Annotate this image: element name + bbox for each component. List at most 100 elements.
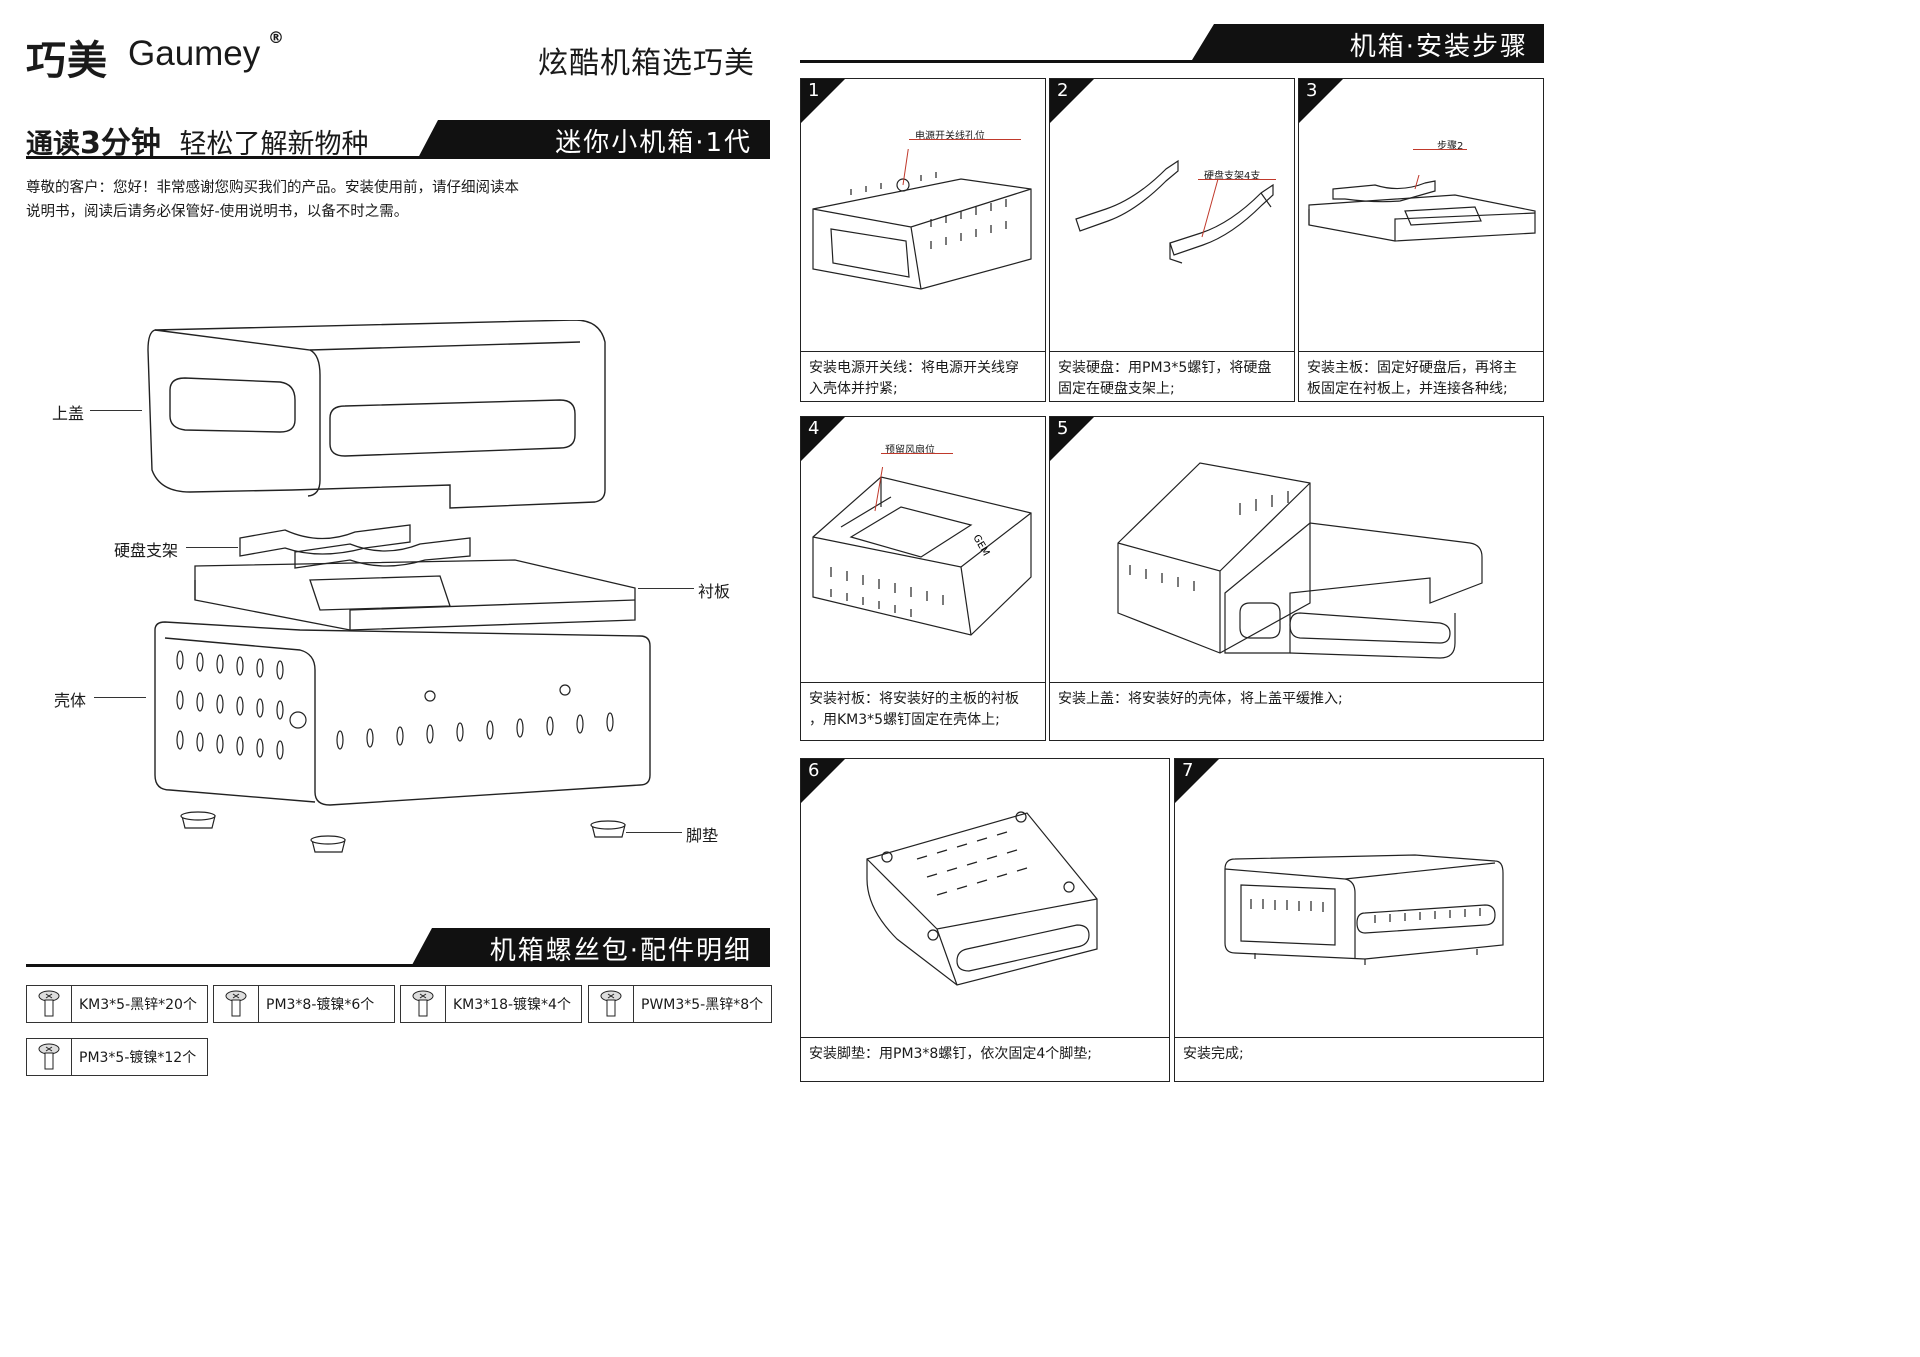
top-cover-drawing — [147, 320, 606, 509]
step-panel-4: 4 预留风扇位 GEM 安装衬板：将安装好的主板的衬板 ，用KM3*5螺钉固定在… — [800, 416, 1046, 741]
label-feet: 脚垫 — [686, 826, 719, 845]
steps-band: 机箱·安装步骤 — [1192, 24, 1544, 60]
notice-line-2: 说明书，阅读后请务必保管好-使用说明书，以备不时之需。 — [26, 204, 409, 220]
parts-item-label: KM3*18-镀镍*4个 — [453, 997, 571, 1013]
parts-item: PM3*8-镀镍*6个 — [213, 985, 395, 1023]
case-shell-drawing — [154, 621, 651, 806]
registered-mark: ® — [268, 28, 284, 47]
intro-band-title: 迷你小机箱·1代 — [555, 128, 752, 158]
step-panel-3: 3 步骤2 安装主板：固定好硬盘后，再将主 板固定在衬板上，并连接各种线; — [1298, 78, 1544, 402]
parts-item-label: PM3*8-镀镍*6个 — [266, 997, 375, 1013]
leader-hdd-bracket — [186, 547, 238, 548]
step-caption: 安装衬板：将安装好的主板的衬板 ，用KM3*5螺钉固定在壳体上; — [801, 682, 1045, 740]
step-number: 4 — [808, 418, 820, 439]
step-number-badge: 7 — [1175, 759, 1219, 803]
steps-rule — [800, 60, 1544, 63]
parts-item: KM3*18-镀镍*4个 — [400, 985, 582, 1023]
screw-icon — [214, 986, 259, 1022]
step-panel-2: 2 硬盘支架4支 安装硬盘：用PM3*5螺钉，将硬盘 固定在硬盘支架上; — [1049, 78, 1295, 402]
foot-pad-drawing — [180, 811, 626, 853]
screw-icon — [589, 986, 634, 1022]
case-shell-drawing: GEM — [812, 467, 1032, 636]
screw-icon — [401, 986, 446, 1022]
callout-line — [909, 139, 1021, 140]
screw-icon — [27, 1039, 72, 1075]
step-callout: 步骤2 — [1437, 141, 1464, 152]
intro-band: 迷你小机箱·1代 — [418, 120, 770, 158]
case-upside-down-drawing — [866, 811, 1098, 986]
step-callout: 电源开关线孔位 — [915, 131, 985, 142]
slogan: 炫酷机箱选巧美 — [538, 46, 755, 81]
label-backplate: 衬板 — [698, 582, 731, 601]
step-number: 3 — [1306, 80, 1318, 101]
caption-line-1: 安装主板：固定好硬盘后，再将主 — [1307, 360, 1517, 376]
step-caption: 安装上盖：将安装好的壳体，将上盖平缓推入; — [1050, 682, 1543, 740]
caption-line-2: 板固定在衬板上，并连接各种线; — [1307, 381, 1508, 397]
exploded-view-drawing — [147, 320, 651, 853]
parts-item-label: PM3*5-镀镍*12个 — [79, 1050, 197, 1066]
label-shell: 壳体 — [54, 691, 87, 710]
step-number-badge: 3 — [1299, 79, 1343, 123]
label-top-cover: 上盖 — [52, 404, 85, 423]
step-number: 7 — [1182, 760, 1194, 781]
parts-band-title: 机箱螺丝包·配件明细 — [489, 936, 752, 966]
assembled-case-drawing — [1224, 854, 1504, 965]
step-caption: 安装硬盘：用PM3*5螺钉，将硬盘 固定在硬盘支架上; — [1050, 351, 1294, 401]
leader-top-cover — [90, 410, 142, 411]
step-caption: 安装脚垫：用PM3*8螺钉，依次固定4个脚垫; — [801, 1037, 1169, 1081]
caption-line-1: 安装衬板：将安装好的主板的衬板 — [809, 691, 1019, 707]
screw-icon — [27, 986, 72, 1022]
parts-item: PM3*5-镀镍*12个 — [26, 1038, 208, 1076]
caption-line-1: 安装脚垫：用PM3*8螺钉，依次固定4个脚垫; — [809, 1046, 1092, 1062]
caption-line-1: 安装电源开关线：将电源开关线穿 — [809, 360, 1019, 376]
hdd-bracket-drawing — [239, 524, 471, 569]
notice-line-1: 尊敬的客户：您好！非常感谢您购买我们的产品。安装使用前，请仔细阅读本 — [26, 180, 519, 196]
step-caption: 安装电源开关线：将电源开关线穿 入壳体并拧紧; — [801, 351, 1045, 401]
hdd-bracket-drawing — [1075, 159, 1274, 264]
case-assembly-drawing — [1117, 462, 1483, 659]
step-number: 2 — [1057, 80, 1069, 101]
customer-notice: 尊敬的客户：您好！非常感谢您购买我们的产品。安装使用前，请仔细阅读本 说明书，阅… — [26, 176, 626, 224]
label-hdd-bracket: 硬盘支架 — [114, 541, 179, 560]
callout-line — [1198, 179, 1276, 180]
caption-line-1: 安装硬盘：用PM3*5螺钉，将硬盘 — [1058, 360, 1272, 376]
brand-name-cn: 巧美 — [26, 38, 108, 84]
leader-shell — [94, 697, 146, 698]
step-number: 6 — [808, 760, 820, 781]
caption-line-1: 安装完成; — [1183, 1046, 1244, 1062]
parts-item-label: KM3*5-黑锌*20个 — [79, 997, 197, 1013]
step-callout: 硬盘支架4支 — [1204, 171, 1261, 182]
step-caption: 安装完成; — [1175, 1037, 1543, 1081]
step-caption: 安装主板：固定好硬盘后，再将主 板固定在衬板上，并连接各种线; — [1299, 351, 1543, 401]
step-number: 5 — [1057, 418, 1069, 439]
svg-text:GEM: GEM — [970, 533, 991, 558]
parts-item-label: PWM3*5-黑锌*8个 — [641, 997, 764, 1013]
step-panel-5: 5 安装上盖：将安装好的壳体，将上盖平缓推入; — [1049, 416, 1544, 741]
step-callout: 预留风扇位 — [885, 445, 935, 456]
parts-item: KM3*5-黑锌*20个 — [26, 985, 208, 1023]
callout-line — [881, 453, 953, 454]
step-number-badge: 6 — [801, 759, 845, 803]
callout-line — [1413, 149, 1467, 150]
step-number: 1 — [808, 80, 820, 101]
caption-line-2: 入壳体并拧紧; — [809, 381, 898, 397]
intro-heading-number: 3分钟 — [80, 126, 161, 161]
parts-rule — [26, 964, 770, 967]
step-panel-7: 7 安装完成; — [1174, 758, 1544, 1082]
intro-rule — [26, 156, 770, 159]
intro-heading: 通读3分钟 轻松了解新物种 — [26, 118, 368, 162]
parts-band: 机箱螺丝包·配件明细 — [412, 928, 770, 965]
caption-line-2: ，用KM3*5螺钉固定在壳体上; — [809, 712, 1000, 728]
leader-backplate — [638, 588, 694, 589]
step-number-badge: 2 — [1050, 79, 1094, 123]
brand-name-en: Gaumey — [128, 34, 261, 73]
caption-line-2: 固定在硬盘支架上; — [1058, 381, 1175, 397]
intro-heading-suffix: 轻松了解新物种 — [179, 129, 369, 160]
caption-line-1: 安装上盖：将安装好的壳体，将上盖平缓推入; — [1058, 691, 1343, 707]
step-number-badge: 5 — [1050, 417, 1094, 461]
steps-band-title: 机箱·安装步骤 — [1349, 32, 1528, 62]
intro-heading-prefix: 通读 — [26, 129, 80, 160]
backplate-drawing — [194, 559, 636, 631]
case-shell-drawing — [812, 149, 1032, 290]
backplate-drawing — [1308, 175, 1536, 242]
